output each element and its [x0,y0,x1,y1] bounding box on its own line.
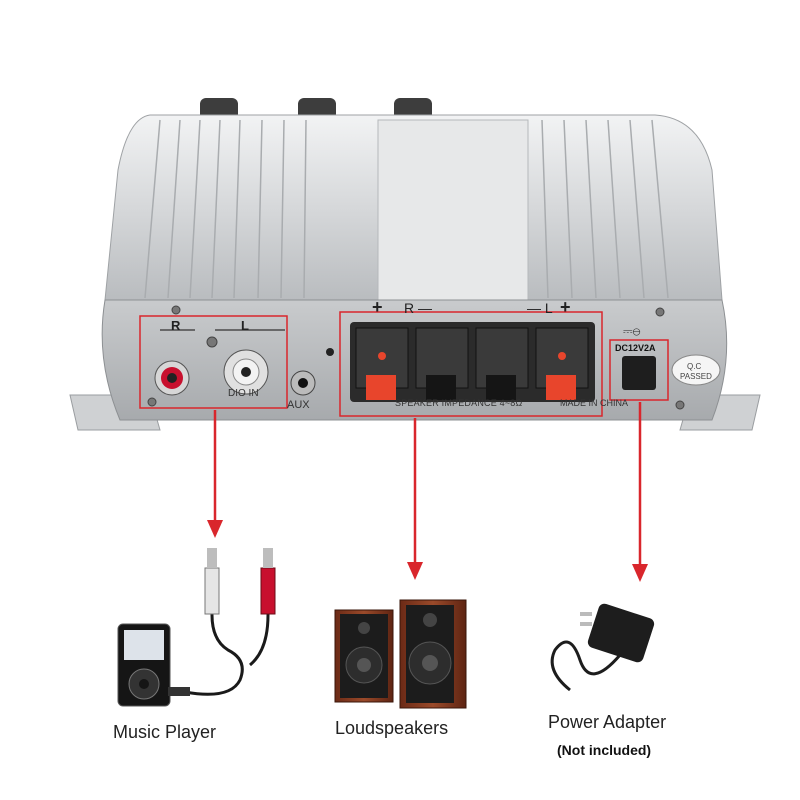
not-included-note: (Not included) [557,742,652,758]
amplifier: ⎓⊖ [69,98,761,431]
speaker-plus-right-label: + [372,297,383,317]
music-player-illustration [117,548,276,707]
rca-input-highlight [139,315,288,409]
music-player-caption: Music Player [113,722,217,742]
rca-plug-red [260,567,276,615]
speaker-terminal-highlight [339,311,603,417]
speaker-clips [355,327,589,400]
adapter-brick [587,603,655,663]
rca-cable [184,575,270,696]
speaker-terminal-block [350,322,595,402]
rca-right-label: R [171,318,181,333]
dc-jack [622,356,656,390]
speaker-left-label: — L [527,300,553,316]
rca-left-label: L [241,318,249,333]
audio-in-label: DIO IN [228,388,259,399]
dc-rating-label: DC12V2A [615,343,656,353]
connector-arrows [207,402,648,582]
dc-symbol: ⎓⊖ [623,324,641,338]
qc-label: Q.C [687,362,702,371]
power-led [326,348,334,356]
qc-sticker [671,354,721,386]
made-in-label: MADE IN CHINA [560,398,629,408]
aux-plug [168,687,190,696]
speaker-impedance-label: SPEAKER IMPEDANCE 4~8Ω [395,398,523,408]
aux-jack [290,370,316,396]
screws [147,305,685,410]
speaker-plus-left-label: + [560,297,571,317]
center-plate [377,119,529,301]
dc-jack-highlight [609,339,669,401]
power-adapter-illustration [550,603,655,692]
loudspeakers-caption: Loudspeakers [335,718,449,738]
rca-jacks [154,329,285,396]
loudspeakers-illustration [334,599,467,709]
aux-label: AUX [287,399,310,411]
qc-passed-label: PASSED [680,372,712,381]
speaker-right-label: R — [404,300,432,316]
rca-plug-white [204,567,220,615]
adapter-cable [550,640,622,692]
power-adapter-caption: Power Adapter [548,712,667,732]
